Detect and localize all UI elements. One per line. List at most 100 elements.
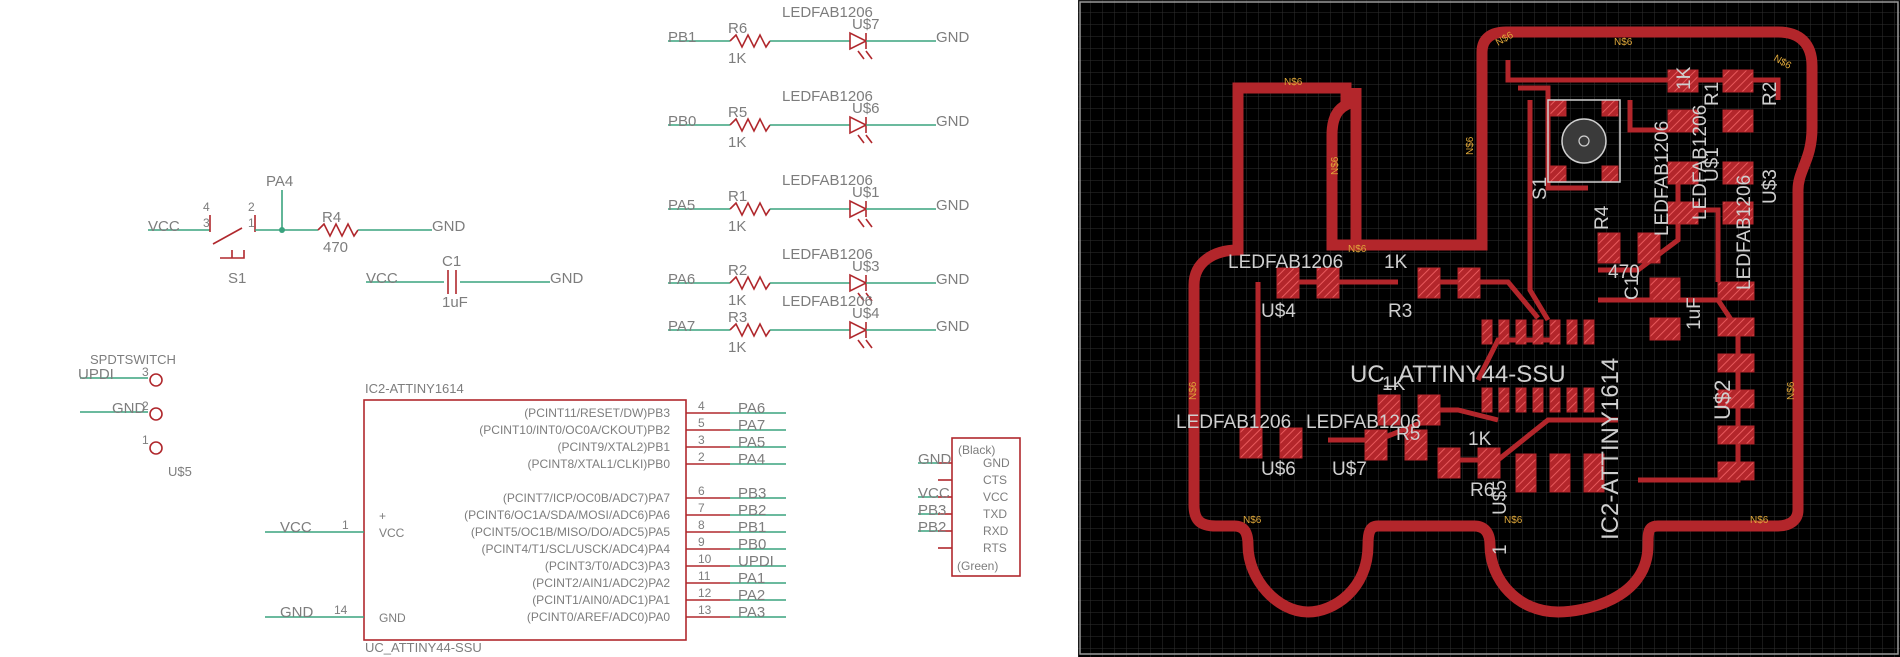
tactile-switch-footprint[interactable] bbox=[1547, 99, 1621, 183]
spdt-title: SPDTSWITCH bbox=[90, 352, 176, 367]
led-row-resistor-value: 1K bbox=[728, 339, 746, 356]
resistor-r4 bbox=[317, 222, 359, 238]
ftdi-net-label: VCC bbox=[918, 485, 950, 502]
c1-label: C1 bbox=[442, 253, 461, 270]
ic-pin-net-label: PA3 bbox=[738, 604, 765, 621]
smd-pad bbox=[1667, 201, 1699, 225]
led-row-type-label: LEDFAB1206 bbox=[782, 4, 873, 21]
smd-pad bbox=[1276, 267, 1300, 299]
resistor-r2 bbox=[729, 275, 771, 291]
ic-pin-name: (PCINT0/AREF/ADC0)PA0 bbox=[527, 610, 670, 624]
smd-pad bbox=[1417, 394, 1441, 426]
ic-pin-net-label: PB3 bbox=[738, 485, 766, 502]
ic-attiny1614[interactable]: IC2-ATTINY1614 UC_ATTINY44-SSU VCC 1 VCC… bbox=[265, 381, 786, 655]
silk-r6-val: 1K bbox=[1468, 429, 1492, 450]
spdt-pin-number: 3 bbox=[142, 365, 149, 379]
silk-u7: U$7 bbox=[1332, 459, 1367, 480]
silk-led-left-bottom: LEDFAB1206 bbox=[1176, 412, 1291, 433]
ftdi-pin-label: RTS bbox=[983, 541, 1007, 555]
silk-mcu: UC_ATTINY44-SSU bbox=[1350, 361, 1566, 388]
led-row-net-label: PA6 bbox=[668, 271, 695, 288]
smd-pad bbox=[1515, 453, 1537, 493]
led-emission-arrows bbox=[857, 292, 873, 302]
ftdi-pin-label: RXD bbox=[983, 524, 1009, 538]
led-row-type-label: LEDFAB1206 bbox=[782, 172, 873, 189]
ic-pin-number: 2 bbox=[698, 450, 705, 464]
smd-pad bbox=[1417, 267, 1441, 299]
spdt-pin-number: 1 bbox=[142, 433, 149, 447]
switch-vcc-label: VCC bbox=[148, 218, 180, 235]
smd-pad bbox=[1481, 319, 1493, 345]
led-diode-triangle bbox=[849, 31, 868, 51]
ic-plus: + bbox=[379, 509, 386, 523]
smd-pad bbox=[1549, 165, 1567, 183]
silk-r1: R1 bbox=[1702, 82, 1723, 106]
switch-pin-3: 3 bbox=[203, 216, 210, 230]
led-row-net-label: PB0 bbox=[668, 113, 696, 130]
smd-pad bbox=[1717, 461, 1755, 481]
ic-pin-name: (PCINT6/OC1A/SDA/MOSI/ADC6)PA6 bbox=[464, 508, 670, 522]
smd-pad bbox=[1717, 353, 1755, 373]
led-emission-arrows bbox=[857, 339, 873, 349]
smd-pad bbox=[1515, 319, 1527, 345]
ic-pin-net-label: PB0 bbox=[738, 536, 766, 553]
led-diode-triangle bbox=[849, 115, 868, 135]
smd-pad bbox=[1515, 387, 1527, 413]
ic-pin-name: (PCINT8/XTAL1/CLKI)PB0 bbox=[528, 457, 671, 471]
silk-c1-val: 1uF bbox=[1684, 297, 1705, 330]
c1-vcc-label: VCC bbox=[366, 270, 398, 287]
switch-s1-group[interactable]: VCC 4 3 2 1 S1 PA4 R4 470 GND bbox=[148, 173, 466, 287]
smd-pad bbox=[1279, 427, 1303, 459]
smd-pad bbox=[1239, 427, 1263, 459]
smd-pad bbox=[1722, 161, 1754, 185]
ftdi-body bbox=[951, 437, 1021, 577]
ftdi-net-label: PB3 bbox=[918, 502, 946, 519]
smd-pad bbox=[1549, 319, 1561, 345]
ic-body bbox=[363, 399, 687, 641]
ic-pin-number: 10 bbox=[698, 552, 712, 566]
ic-pin-name: (PCINT2/AIN1/ADC2)PA2 bbox=[532, 576, 670, 590]
ftdi-pin-label: GND bbox=[983, 456, 1010, 470]
smd-pad bbox=[1566, 319, 1578, 345]
net-label: N$6 bbox=[1504, 515, 1523, 526]
ic-pin-name: (PCINT5/OC1B/MISO/DO/ADC5)PA5 bbox=[471, 525, 670, 539]
ftdi-top-label: (Black) bbox=[958, 443, 995, 457]
silk-c1: C1 bbox=[1622, 276, 1643, 300]
switch-name: S1 bbox=[228, 270, 246, 287]
smd-pad bbox=[1667, 69, 1699, 93]
net-label: N$6 bbox=[1786, 381, 1797, 400]
led-diode-triangle bbox=[849, 320, 868, 340]
led-row-name-label: U$3 bbox=[852, 258, 880, 275]
ic-gnd-label: GND bbox=[379, 611, 406, 625]
ic-pin-number: 6 bbox=[698, 484, 705, 498]
ic-pin-name: (PCINT7/ICP/OC0B/ADC7)PA7 bbox=[503, 491, 670, 505]
silk-led-right-a: LEDFAB1206 bbox=[1652, 121, 1673, 236]
led-row-name-label: U$1 bbox=[852, 184, 880, 201]
net-label: N$6 bbox=[1614, 37, 1633, 48]
led-row-resistor-value: 1K bbox=[728, 292, 746, 309]
capacitor-c1-group[interactable]: VCC C1 1uF GND bbox=[366, 253, 584, 311]
ic-pin-number: 11 bbox=[698, 569, 711, 583]
led-row-gnd-label: GND bbox=[936, 113, 970, 130]
silk-led-left-top: LEDFAB1206 bbox=[1228, 252, 1343, 273]
led-diode-triangle bbox=[849, 199, 868, 219]
silk-u5: U$5 bbox=[1490, 480, 1511, 515]
ic-gnd-pin: 14 bbox=[334, 603, 348, 617]
c1-value: 1uF bbox=[442, 294, 468, 311]
led-row-resistor-value: 1K bbox=[728, 134, 746, 151]
switch-lever bbox=[212, 227, 243, 245]
pcb-silk-labels: LEDFAB1206 U$4 1K R3 UC_ATTINY44-SSU LED… bbox=[1176, 66, 1781, 555]
smd-pad bbox=[1722, 109, 1754, 133]
smd-pad bbox=[1583, 453, 1605, 493]
c1-gnd-label: GND bbox=[550, 270, 584, 287]
ic-pin-number: 7 bbox=[698, 501, 705, 515]
